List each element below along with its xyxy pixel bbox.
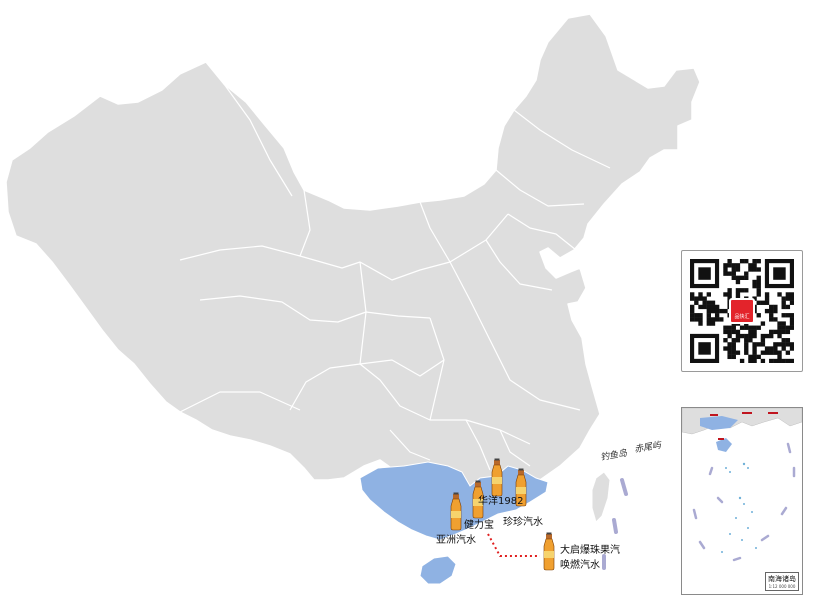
south-china-sea-inset: 南海诸岛 1:12 000 000 (681, 407, 803, 595)
brand-label-huanran: 唤燃汽水 (560, 560, 600, 571)
inset-red-labels (710, 412, 778, 440)
sea-boundary-dashes (602, 478, 628, 570)
qr-logo-badge: 品快汇 (729, 298, 755, 324)
soda-bottle-icon (515, 468, 527, 507)
qr-logo-text: 品快汇 (734, 314, 750, 320)
soda-bottle-icon (543, 532, 555, 571)
inset-hainan (716, 438, 732, 452)
inset-dashes (692, 442, 796, 562)
inset-islands (721, 462, 757, 553)
inset-scale: 1:12 000 000 (768, 584, 796, 589)
highlight-hainan (419, 555, 457, 585)
inset-highlight (700, 416, 738, 430)
route-line (487, 533, 540, 557)
soda-bottle-icon (491, 458, 503, 497)
soda-bottle-icon (472, 480, 484, 519)
taiwan-island (591, 471, 611, 523)
soda-bottle-icon (450, 492, 462, 531)
inset-title-box: 南海诸岛 1:12 000 000 (765, 572, 799, 591)
china-mainland (5, 13, 701, 491)
province-borders (179, 83, 611, 471)
inset-title: 南海诸岛 (768, 575, 796, 583)
brand-label-zhenzhen: 珍珍汽水 (503, 517, 543, 528)
brand-label-yazhou: 亚洲汽水 (436, 535, 476, 546)
brand-label-jianlibao: 健力宝 (464, 520, 494, 531)
brand-label-daqi: 大启爆珠果汽 (560, 545, 620, 556)
bottle-markers (450, 458, 555, 571)
qr-code-panel: 品快汇 (681, 250, 803, 372)
brand-label-huayang: 华洋1982 (478, 496, 524, 507)
inset-map (681, 407, 803, 562)
qr-code-icon (690, 259, 794, 363)
